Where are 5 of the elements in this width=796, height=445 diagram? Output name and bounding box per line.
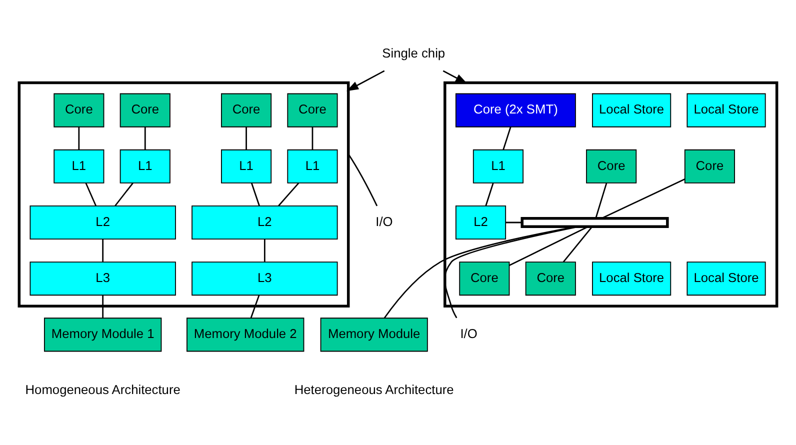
label: Heterogeneous Architecture [294, 382, 454, 398]
node-text: Single chip [382, 46, 446, 61]
node-text: I/O [460, 326, 478, 342]
label: Homogeneous Architecture [25, 382, 180, 398]
node-text: I/O [376, 214, 393, 229]
